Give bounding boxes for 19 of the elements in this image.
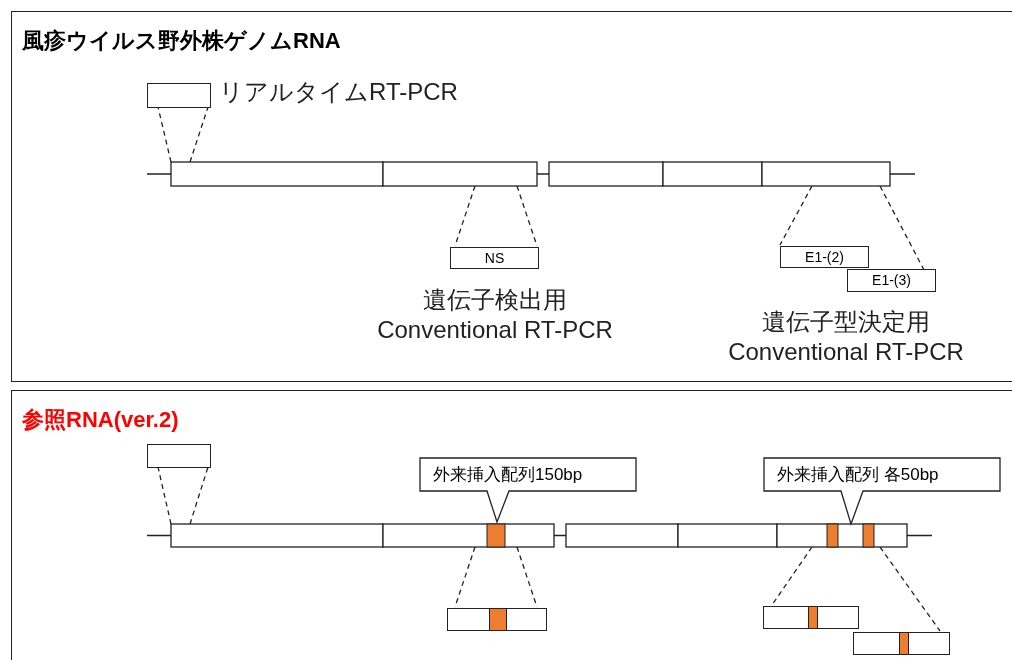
assay-label: 遺伝子検出用 Conventional RT-PCR [376,285,614,345]
amplicon-box [147,444,211,468]
callout-bubble [419,457,637,523]
panel [11,11,1012,382]
assay-label: 遺伝子型決定用 Conventional RT-PCR [727,307,965,367]
panel-title: 風疹ウイルス野外株ゲノムRNA [22,27,341,55]
amplicon-box: E1-(3) [847,269,936,292]
amplicon-box: E1-(2) [780,246,869,268]
callout-bubble [763,457,1001,525]
amplicon-box [447,608,547,631]
amplicon-box [147,83,211,108]
assay-label: リアルタイムRT-PCR [219,77,458,107]
amplicon-box [853,632,950,655]
panel [11,390,1012,660]
callout-text: 外来挿入配列150bp [433,464,583,486]
amplicon-box [763,606,859,629]
amplicon-box: NS [450,247,539,269]
panel-title: 参照RNA(ver.2) [22,406,179,434]
callout-text: 外来挿入配列 各50bp [777,464,939,486]
